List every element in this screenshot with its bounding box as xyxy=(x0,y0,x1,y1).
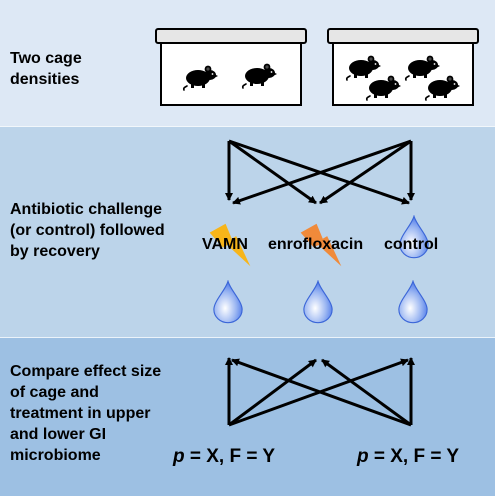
p-symbol: p xyxy=(357,446,369,467)
treatment-enrofloxacin-label: enrofloxacin xyxy=(268,236,364,253)
water-droplet-icon xyxy=(303,280,333,324)
divider xyxy=(0,126,495,127)
p-symbol: p xyxy=(173,446,185,467)
water-droplet-icon xyxy=(398,280,428,324)
cage-icon xyxy=(327,28,479,106)
treatment-control-label: control xyxy=(384,236,439,253)
cage-icon xyxy=(155,28,307,106)
water-droplet-icon xyxy=(213,280,243,324)
cage-to-treatment-arrows xyxy=(225,139,415,205)
stat-result: p = X, F = Y xyxy=(173,446,275,468)
cage-densities-label: Two cage densities xyxy=(10,50,82,88)
treatment-vamn-label: VAMN xyxy=(202,236,248,253)
stat-result: p = X, F = Y xyxy=(357,446,459,468)
compare-effect-label: Compare effect size of cage and treatmen… xyxy=(10,363,162,464)
comparison-arrows xyxy=(225,357,415,427)
stat-text: = X, F = Y xyxy=(184,446,276,467)
divider xyxy=(0,337,495,338)
antibiotic-challenge-label: Antibiotic challenge (or control) follow… xyxy=(10,201,165,260)
stat-text: = X, F = Y xyxy=(368,446,460,467)
